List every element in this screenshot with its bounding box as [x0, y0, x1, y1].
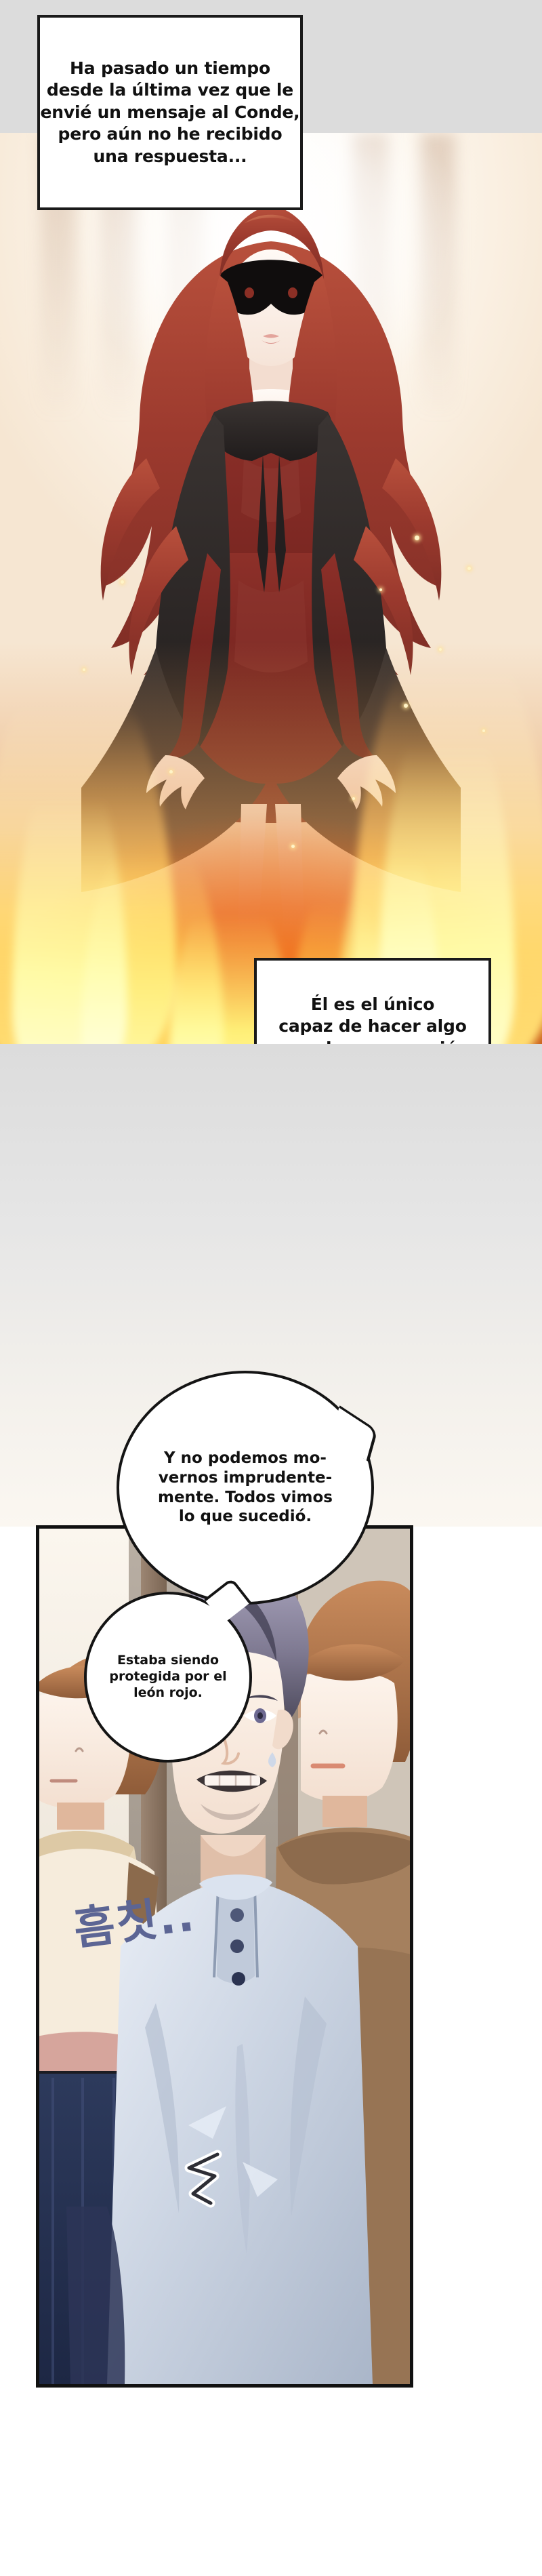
bubble-line: protegida por [109, 1669, 209, 1685]
ember-spark [467, 567, 471, 570]
character-center-man [66, 1568, 373, 2384]
sound-effect-text: 흠칫.. [70, 1889, 199, 1956]
ember-spark [439, 648, 442, 651]
ember-spark [352, 797, 355, 800]
ember-spark [482, 729, 485, 732]
narration-line: Él es el único [310, 994, 435, 1014]
bubble-line: Estaba siendo [117, 1653, 220, 1668]
narration-line: capaz de hacer algo [278, 1016, 467, 1036]
sweat-squiggle-icon [184, 2150, 222, 2208]
narration-line: pero aún no he recibido [58, 124, 283, 144]
narration-box-1: Ha pasado un tiempo desde la última vez … [37, 15, 303, 210]
bubble-line: el león rojo. [133, 1669, 227, 1700]
ember-spark [83, 668, 85, 671]
bubble-line: mente. Todos vimos [157, 1488, 333, 1506]
bubble-line: Y no podemos mo- [164, 1449, 327, 1467]
ember-spark [169, 770, 173, 773]
ember-spark [291, 845, 295, 848]
panel-illustration-fire [0, 133, 542, 1044]
ember-spark [404, 704, 408, 708]
narration-line: una respuesta... [93, 146, 247, 166]
ember-spark [379, 588, 382, 591]
bubble-line: vernos imprudente- [158, 1468, 333, 1487]
narration-line: envié un mensaje al Conde, [40, 102, 300, 122]
narration-line: desde la última vez que le [46, 80, 294, 100]
bubble-line: lo que sucedió. [178, 1508, 312, 1526]
ember-spark [415, 536, 419, 540]
speech-bubble-1: Y no podemos mo- vernos imprudente- ment… [117, 1371, 378, 1605]
speech-bubble-2: Estaba siendo protegida por el león rojo… [84, 1577, 252, 1763]
ember-spark [121, 580, 124, 584]
narration-line: Ha pasado un tiempo [70, 58, 270, 78]
